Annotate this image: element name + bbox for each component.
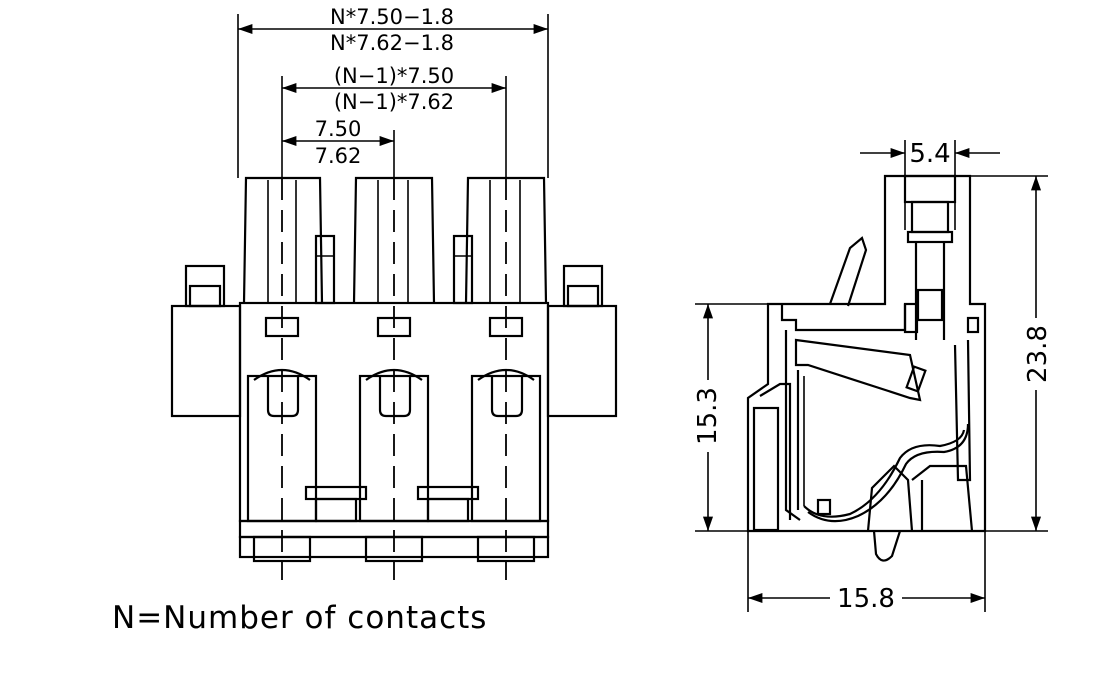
base-width-dim-label: 15.8 <box>837 584 895 614</box>
left-flange <box>170 304 242 418</box>
span-dim-label-a: (N−1)*7.50 <box>334 64 454 88</box>
total-height-dim-label: 23.8 <box>1023 325 1053 383</box>
span-dim-label-b: (N−1)*7.62 <box>334 90 454 114</box>
top-fin <box>242 176 324 304</box>
overall-dim-label-a: N*7.50−1.8 <box>330 5 454 29</box>
side-body-outline <box>746 174 987 533</box>
overall-dim-label-b: N*7.62−1.8 <box>330 31 454 55</box>
contacts-note: N=Number of contacts <box>112 600 487 636</box>
body-height-dim-label: 15.3 <box>693 387 723 445</box>
pitch-dim-label-a: 7.50 <box>315 117 362 141</box>
pitch-dim-label-b: 7.62 <box>315 144 362 168</box>
right-flange <box>546 304 618 418</box>
front-view: N*7.50−1.8 N*7.62−1.8 (N−1)*7.50 (N−1)*7… <box>170 5 618 580</box>
side-view: 5.4 23.8 15.3 15.8 <box>693 139 1053 614</box>
top-width-dim-label: 5.4 <box>909 139 950 169</box>
